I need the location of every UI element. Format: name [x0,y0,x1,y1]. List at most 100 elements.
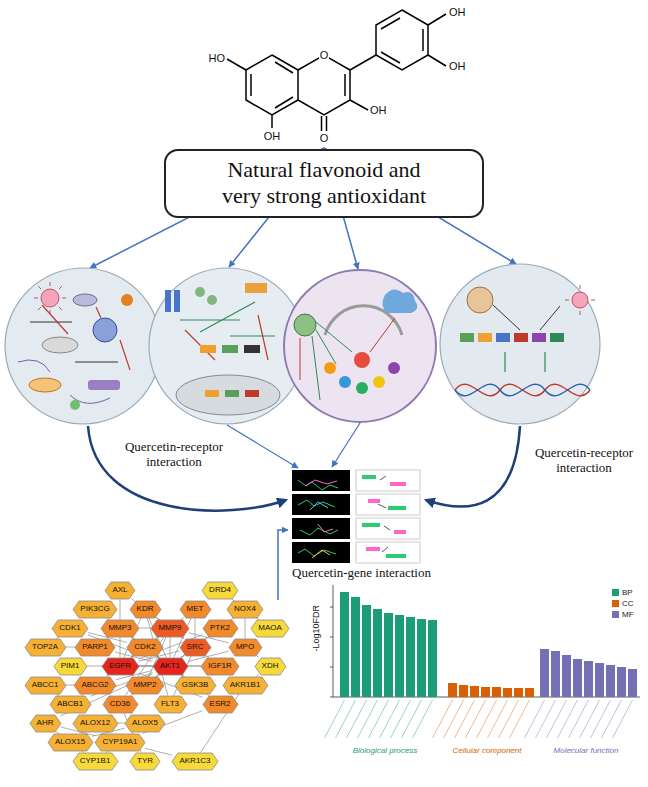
go-bar-chart [325,585,641,738]
circle-four-sketch [455,285,595,396]
gene-hexagon: ABCB1 [50,696,91,713]
gene-name: KDR [137,604,154,614]
gene-hexagon: FLT3 [154,696,187,713]
legend: BP CC MF [612,587,634,620]
gene-name: ESR2 [210,699,231,709]
gene-hexagon: ALOX15 [48,734,93,751]
legend-text: MF [622,610,634,619]
category-label: Molecular function [554,746,619,755]
circle-one-sketch [18,282,133,410]
gene-name: NOX4 [234,604,256,614]
gene-hexagon: AHR [30,715,61,732]
gene-name: MPO [236,642,254,652]
gene-hexagon: PIK3CG [73,601,117,618]
circle-two-sketch [165,283,280,415]
gene-name: IGF1R [208,661,232,671]
network-edge [118,723,126,724]
gene-hexagon: GSK3B [175,677,216,694]
gene-name: CYP19A1 [102,737,137,747]
gene-hexagon: XDH [255,658,286,675]
gene-hexagon: TOP2A [25,639,66,656]
gene-name: MAOA [258,623,282,633]
gene-hexagon: NOX4 [227,601,263,618]
gene-name: XDH [262,661,279,671]
gene-hexagon: AKT1 [153,658,188,675]
summary-box: Natural flavonoid and very strong antiox… [164,149,484,218]
gene-name: PARP1 [82,642,108,652]
gene-name: GSK3B [182,680,209,690]
gene-name: MMP2 [133,680,156,690]
network-edge [256,656,259,658]
atom-label: OH [370,104,387,117]
gene-hexagon: ABCC1 [25,677,66,694]
atom-label: O [320,132,329,145]
gene-name: MMP3 [108,623,131,633]
gene-name: SRC [187,642,204,652]
mechanism-circles [5,264,600,424]
gene-hexagon: PTK2 [203,620,238,637]
gene-name: ALOX12 [80,718,110,728]
axis-title: -Log10FDR [311,605,321,652]
gene-hexagon: PARP1 [75,639,115,656]
gene-name: MMP9 [158,623,181,633]
gene-hexagon: MMP2 [126,677,164,694]
gene-hexagon: AKR1B1 [223,677,268,694]
gene-name: AXL [112,585,127,595]
gene-name: CD36 [110,699,130,709]
category-label: Cellular component [453,746,522,755]
gene-name: FLT3 [161,699,179,709]
gene-name: PIM1 [61,661,80,671]
gene-hexagon: PIM1 [54,658,87,675]
gene-hexagon: MMP3 [101,620,139,637]
gene-hexagon: CDK2 [127,639,163,656]
gene-name: PIK3CG [80,604,109,614]
network-edge [245,618,246,639]
legend-row: CC [612,598,634,609]
gene-hexagon: SRC [180,639,211,656]
network-edge [201,694,240,753]
gene-name: AKR1B1 [230,680,261,690]
gene-name: TOP2A [32,642,58,652]
network-edge [195,618,196,639]
box-text: Natural flavonoid and very strong antiox… [206,157,442,210]
circle-three-sketch [294,289,417,400]
process-label: Quercetin-gene interaction [292,566,431,581]
gene-name: TYR [137,756,153,766]
category-label: Biological process [353,746,417,755]
gene-name: ALOX15 [55,737,85,747]
atom-label: OH [449,60,466,73]
gene-hexagon: CD36 [103,696,138,713]
gene-name: ABCC1 [32,680,59,690]
gene-hexagon: CYP19A1 [95,734,145,751]
gene-name: EGFR [109,661,131,671]
gene-hexagon: ABCG2 [74,677,116,694]
gene-name: MET [187,604,204,614]
legend-text: CC [622,599,634,608]
network-edge [139,628,151,629]
gene-name: AKR1C3 [179,756,210,766]
gene-hexagon: TYR [130,753,160,770]
gene-hexagon: MMP9 [151,620,189,637]
gene-hexagon: CYP1B1 [73,753,118,770]
gene-name: ABCG2 [81,680,108,690]
gene-name: ABCB1 [57,699,83,709]
legend-text: BP [622,588,633,597]
network-edge [66,685,75,686]
gene-name: AHR [37,718,54,728]
interaction-arrows [88,423,520,600]
network-edge [66,647,76,648]
quercetin-structure [227,10,446,131]
docking-panels [292,470,420,563]
gene-hexagon: AKR1C3 [172,753,218,770]
gene-hexagon: MAOA [251,620,289,637]
legend-swatch [612,589,619,596]
gene-hexagon: IGF1R [201,658,239,675]
gene-hexagon: KDR [130,601,161,618]
gene-name: AKT1 [160,661,180,671]
atom-label: OH [449,6,466,19]
gene-hexagon: ALOX5 [125,715,165,732]
gene-hexagon: ALOX12 [73,715,118,732]
legend-row: MF [612,609,634,620]
gene-hexagon: CDK1 [52,620,88,637]
